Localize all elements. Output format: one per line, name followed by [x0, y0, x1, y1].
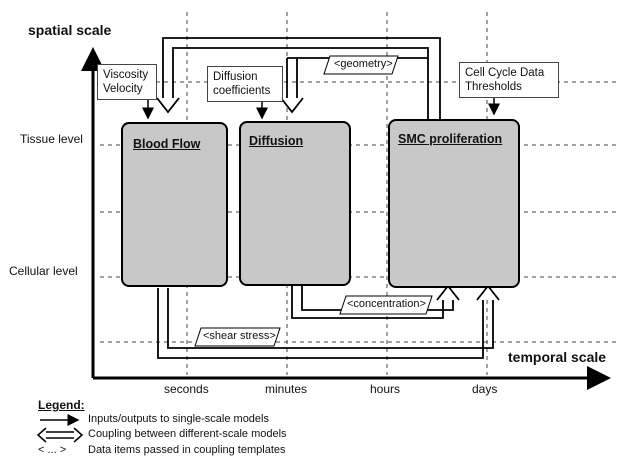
y-label-cellular: Cellular level	[9, 264, 78, 278]
diffusion-inputs-box: Diffusion coefficients	[207, 66, 283, 102]
smc-inputs-box: Cell Cycle Data Thresholds	[459, 62, 559, 98]
input-coefficients: coefficients	[213, 85, 271, 97]
legend-tag-symbol: < ... >	[38, 444, 67, 456]
blood-flow-model	[121, 122, 228, 287]
smc-proliferation-model	[388, 119, 520, 288]
diffusion-title: Diffusion	[249, 134, 304, 148]
shear-stress-tag-shape	[194, 327, 281, 347]
legend-title: Legend:	[38, 398, 85, 412]
geometry-tag-shape	[323, 55, 399, 75]
legend-item-data-items: Data items passed in coupling templates	[88, 444, 286, 456]
concentration-tag: <concentration>	[347, 298, 426, 310]
legend-symbols	[36, 414, 84, 443]
y-axis-title: spatial scale	[28, 22, 112, 38]
input-arrows	[142, 97, 500, 120]
shear-stress-tag: <shear stress>	[203, 330, 276, 342]
y-label-tissue: Tissue level	[20, 132, 83, 146]
legend-item-inputs-outputs: Inputs/outputs to single-scale models	[88, 413, 269, 425]
geometry-tag: <geometry>	[334, 58, 393, 70]
diffusion-model	[239, 121, 351, 286]
x-tick-minutes: minutes	[265, 382, 308, 396]
input-cell-cycle-data: Cell Cycle Data	[465, 67, 545, 79]
x-tick-hours: hours	[370, 382, 401, 396]
legend-item-coupling: Coupling between different-scale models	[88, 428, 287, 440]
concentration-tag-shape	[339, 295, 433, 315]
input-diffusion: Diffusion	[213, 71, 258, 83]
legend-double-arrow-icon	[44, 431, 76, 439]
blood-flow-title: Blood Flow	[133, 137, 201, 151]
x-axis-title: temporal scale	[508, 349, 607, 365]
smc-proliferation-title: SMC proliferation	[398, 132, 503, 146]
input-viscosity: Viscosity	[103, 69, 149, 81]
input-thresholds: Thresholds	[465, 81, 522, 93]
x-tick-days: days	[472, 382, 498, 396]
x-tick-seconds: seconds	[164, 382, 209, 396]
geometry-coupling-arrow	[156, 37, 441, 120]
blood-flow-inputs-box: Viscosity Velocity	[97, 64, 157, 100]
input-velocity: Velocity	[103, 83, 143, 95]
